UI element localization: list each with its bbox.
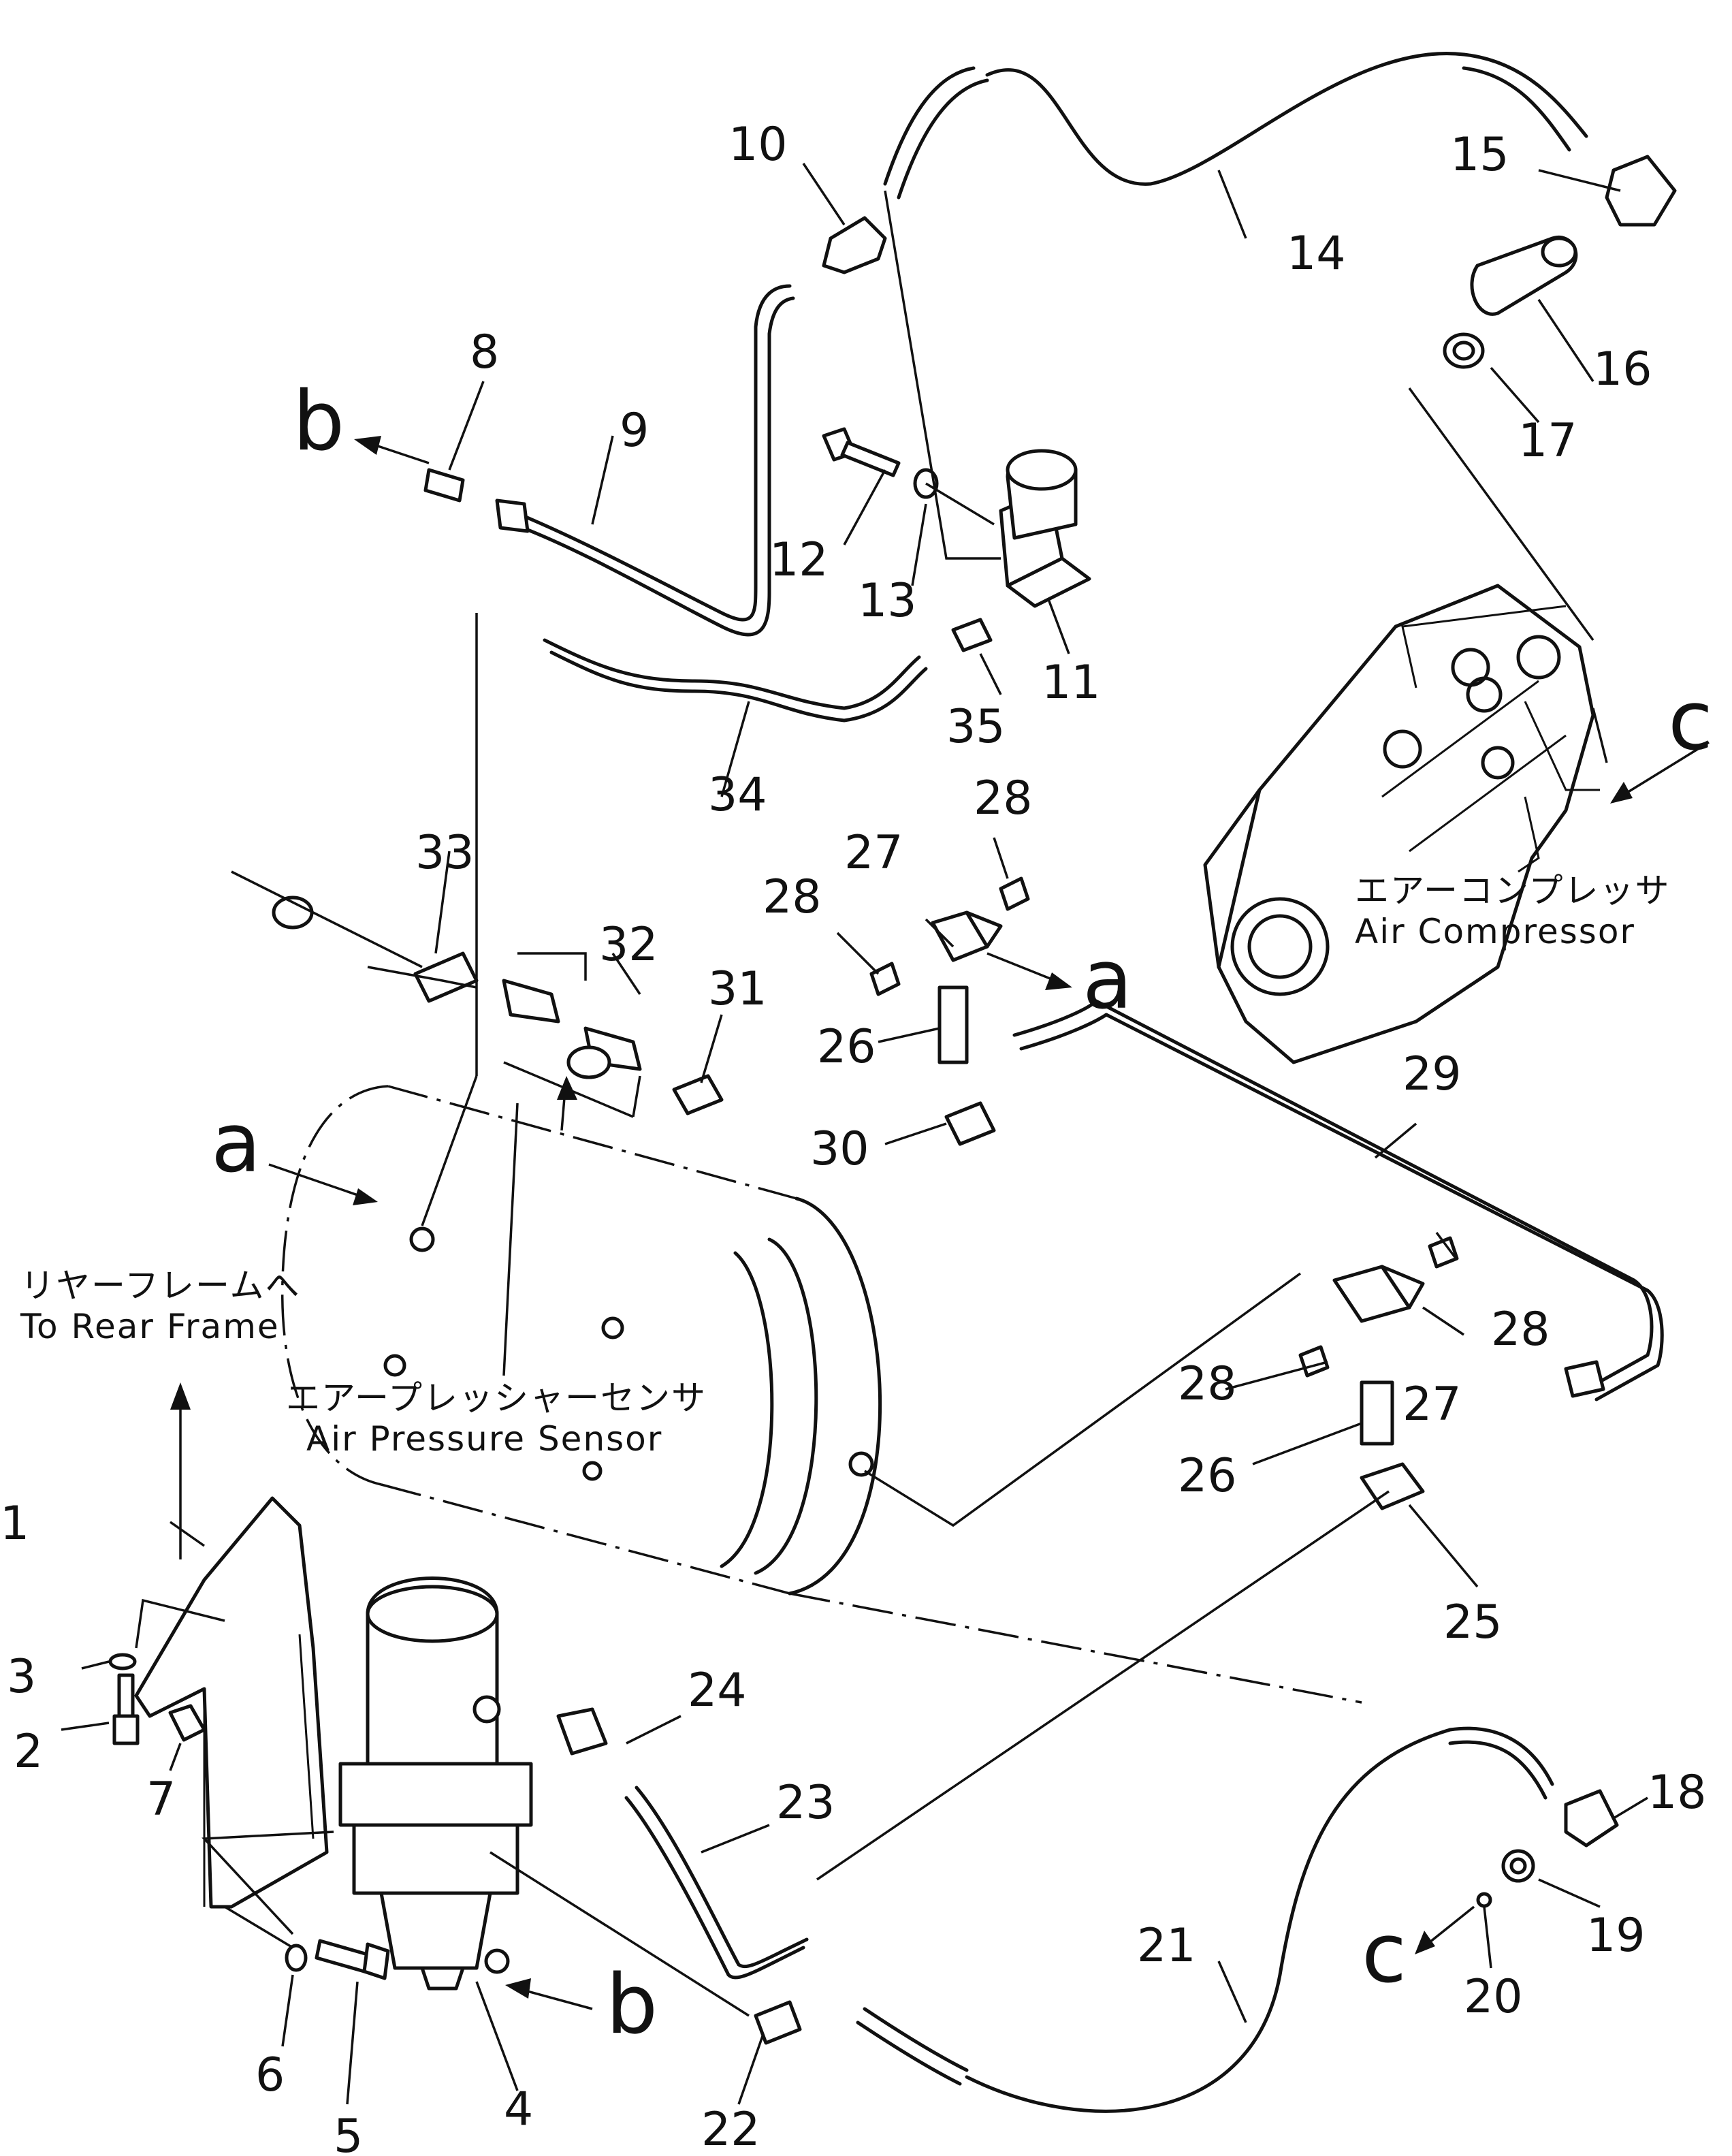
piping xyxy=(509,52,1664,2113)
caption-compressor-en: Air Compressor xyxy=(1355,912,1635,951)
label-part-14: 14 xyxy=(1287,227,1346,281)
label-part-25: 25 xyxy=(1443,1596,1503,1649)
label-part-33: 33 xyxy=(415,826,475,880)
label-part-28-left: 28 xyxy=(763,870,822,924)
part-numbers: 1 2 3 4 5 6 7 8 9 10 11 12 13 14 15 16 1… xyxy=(0,118,1707,2156)
label-part-1: 1 xyxy=(0,1497,29,1551)
leader-lines xyxy=(61,163,1648,2105)
label-part-17: 17 xyxy=(1518,414,1577,468)
label-part-26-top: 26 xyxy=(817,1020,876,1074)
label-part-7: 7 xyxy=(146,1773,176,1826)
label-part-6: 6 xyxy=(255,2048,285,2102)
label-part-28-top: 28 xyxy=(974,772,1033,825)
air-tank xyxy=(280,1085,1362,1704)
label-part-2: 2 xyxy=(14,1725,43,1779)
tank-drain xyxy=(582,1461,603,1481)
label-part-24: 24 xyxy=(688,1664,747,1717)
label-part-27-right: 27 xyxy=(1402,1378,1462,1431)
arrow-sensor xyxy=(557,1076,577,1100)
label-part-31: 31 xyxy=(708,962,767,1016)
label-part-12: 12 xyxy=(769,533,829,587)
label-part-3: 3 xyxy=(7,1650,36,1704)
label-part-22: 22 xyxy=(701,2103,760,2156)
arrow-from-b-bottom xyxy=(505,1978,531,1999)
reference-letters: b a a c b c xyxy=(211,375,1713,2052)
label-part-15: 15 xyxy=(1450,128,1509,182)
label-part-5: 5 xyxy=(334,2110,363,2156)
tank-port-31 xyxy=(601,1316,624,1339)
label-part-23: 23 xyxy=(776,1776,835,1830)
label-part-18: 18 xyxy=(1648,1766,1707,1820)
tank-port-a xyxy=(409,1226,435,1252)
label-part-10: 10 xyxy=(728,118,788,172)
ref-c-right: c xyxy=(1668,674,1713,769)
caption-compressor-jp: エアーコンプレッサ xyxy=(1355,871,1671,910)
direction-arrows xyxy=(170,436,1710,2010)
label-part-34: 34 xyxy=(708,768,767,822)
ref-a-left: a xyxy=(211,1096,261,1191)
ref-b-bottom: b xyxy=(606,1958,658,2052)
label-part-29: 29 xyxy=(1402,1047,1462,1101)
label-part-8: 8 xyxy=(470,326,499,379)
ref-a-right: a xyxy=(1082,933,1133,1028)
tank-port-27 xyxy=(848,1451,874,1477)
label-part-35: 35 xyxy=(946,700,1006,754)
arrow-to-b-top xyxy=(354,436,381,455)
label-part-27-top: 27 xyxy=(844,826,903,880)
caption-sensor-en: Air Pressure Sensor xyxy=(306,1419,662,1459)
arrow-rear-frame xyxy=(170,1382,191,1410)
label-part-11: 11 xyxy=(1042,656,1101,710)
caption-rear-frame-jp: リヤーフレームへ xyxy=(20,1266,301,1305)
captions: エアーコンプレッサ Air Compressor エアープレッシャーセンサ Ai… xyxy=(20,871,1671,1459)
arrow-to-a-right xyxy=(1045,972,1072,990)
arrow-to-c-right xyxy=(1610,782,1633,804)
air-compressor xyxy=(1203,584,1600,1064)
label-part-28-lower: 28 xyxy=(1178,1357,1237,1411)
label-part-19: 19 xyxy=(1586,1909,1646,1963)
label-part-28-right: 28 xyxy=(1491,1303,1550,1357)
label-part-16: 16 xyxy=(1593,343,1652,396)
caption-sensor-jp: エアープレッシャーセンサ xyxy=(286,1378,707,1418)
label-part-9: 9 xyxy=(620,404,649,458)
arrow-to-c-bottom xyxy=(1415,1931,1435,1954)
label-part-20: 20 xyxy=(1464,1970,1523,2024)
label-part-26-right: 26 xyxy=(1178,1449,1237,1503)
tank-port-sensor xyxy=(383,1354,406,1377)
label-part-13: 13 xyxy=(858,574,917,628)
caption-rear-frame-en: To Rear Frame xyxy=(20,1307,280,1346)
label-part-30: 30 xyxy=(810,1122,869,1176)
components xyxy=(108,155,1677,2045)
ref-c-bottom: c xyxy=(1362,1907,1407,2001)
arrow-to-a-left xyxy=(353,1188,378,1205)
label-part-32: 32 xyxy=(599,918,658,972)
label-part-4: 4 xyxy=(504,2082,533,2136)
ref-b-top: b xyxy=(293,375,344,469)
label-part-21: 21 xyxy=(1137,1919,1196,1973)
